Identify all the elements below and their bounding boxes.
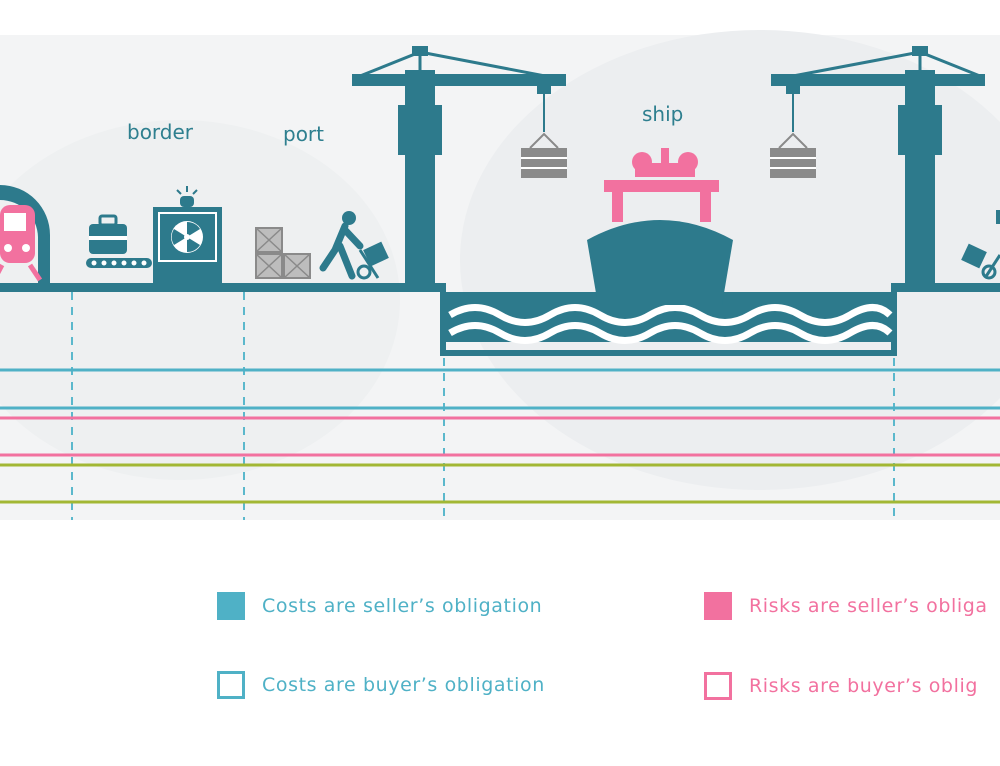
container-icon xyxy=(521,132,567,178)
outline-pink-swatch xyxy=(704,672,732,700)
label-border: border xyxy=(127,120,194,144)
ship-bridge-icon xyxy=(604,148,719,222)
label-port: port xyxy=(283,122,324,146)
train-icon xyxy=(0,185,50,283)
suitcase-icon xyxy=(86,214,152,268)
background-map-shape xyxy=(0,120,400,480)
porter-icon xyxy=(961,210,1000,280)
crane-icon xyxy=(352,46,566,283)
outline-teal-swatch xyxy=(217,671,245,699)
cargo-ship-icon xyxy=(587,220,733,305)
legend-label: Risks are buyer’s oblig xyxy=(749,675,979,697)
obligation-lines xyxy=(0,368,1000,504)
legend-label: Risks are seller’s obliga xyxy=(749,595,988,617)
crane-icon xyxy=(771,46,985,283)
background-map-shape xyxy=(460,30,1000,490)
legend-costs-buyer: Costs are buyer’s obligation xyxy=(217,671,545,699)
ground xyxy=(0,283,1000,356)
crate-icon xyxy=(255,227,311,279)
legend-label: Costs are buyer’s obligation xyxy=(262,674,545,696)
legend-label: Costs are seller’s obligation xyxy=(262,595,543,617)
porter-icon xyxy=(319,211,389,280)
label-ship: ship xyxy=(642,102,684,126)
filled-teal-swatch xyxy=(217,592,245,620)
legend-risks-buyer: Risks are buyer’s oblig xyxy=(704,672,978,700)
legend-risks-seller: Risks are seller’s obliga xyxy=(704,592,988,620)
customs-scanner-icon xyxy=(153,186,222,283)
container-icon xyxy=(770,132,816,178)
dashed-guides xyxy=(71,292,895,520)
legend-costs-seller: Costs are seller’s obligation xyxy=(217,592,542,620)
filled-pink-swatch xyxy=(704,592,732,620)
